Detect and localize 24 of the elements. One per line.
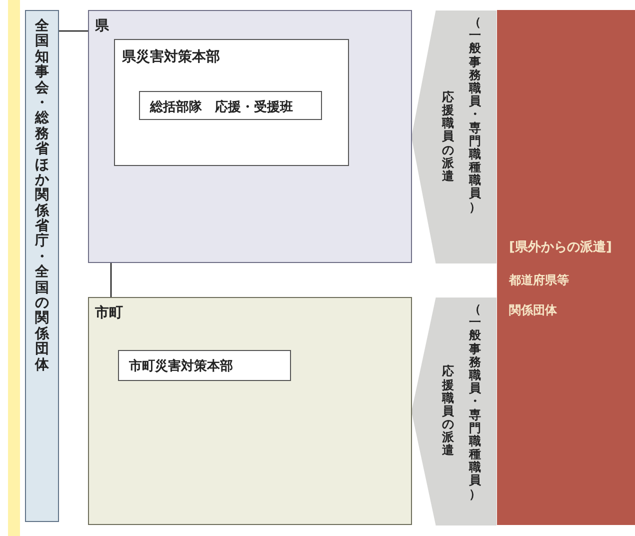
edge-label: 応援職員の派遣 (442, 365, 454, 458)
panel-heading: [県外からの派遣] (509, 239, 612, 256)
organization-band (25, 10, 59, 522)
team-box (139, 91, 322, 120)
dispatch-arrow (411, 10, 496, 264)
connector-line (59, 30, 88, 32)
dispatch-arrow (411, 298, 496, 526)
box-label: 市町災害対策本部 (129, 358, 233, 375)
vertical-label: 全国知事会・総務省ほか関係省庁・全国の関係団体 (35, 19, 49, 373)
panel-label: 関係団体 (509, 302, 557, 319)
panel-label: 都道府県等 (509, 272, 569, 289)
panel-title: 市町 (95, 304, 123, 322)
arrow-note: （一般事務職員・専門職種職員） (469, 16, 481, 214)
connector-line (110, 263, 112, 297)
panel-title: 県 (95, 17, 109, 35)
box-title: 県災害対策本部 (122, 48, 220, 66)
team-box (118, 350, 291, 381)
box-label: 総括部隊 応援・受援班 (150, 98, 293, 116)
edge-label: 応援職員の派遣 (442, 90, 454, 184)
municipality-panel (88, 297, 412, 525)
dispatch-panel (497, 10, 635, 525)
prefecture-panel (88, 10, 412, 263)
arrow-note: （一般事務職員・専門職種職員） (469, 303, 481, 501)
headquarters-box (114, 39, 349, 166)
